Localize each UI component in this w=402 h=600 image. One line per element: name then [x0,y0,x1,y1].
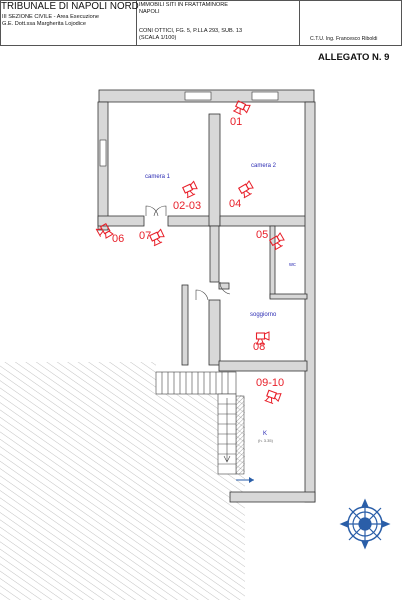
room-label-camera2: camera 2 [251,163,277,169]
view-number-02-03: 02-03 [173,200,202,212]
room-label-wc: wc [289,262,296,268]
room-label-soggiorno: soggiorno [250,312,277,318]
view-number-09-10: 09-10 [256,377,285,389]
room-label-k: K [263,431,268,437]
compass-rose-icon [339,498,391,550]
attachment-label: ALLEGATO N. 9 [318,52,390,63]
court-section: III SEZIONE CIVILE - Area Esecuzione [2,14,99,20]
view-number-06: 06 [112,233,125,245]
room-label-camera1: camera 1 [145,174,171,180]
view-number-05: 05 [256,229,269,241]
view-number-08: 08 [253,341,266,353]
title-block: TRIBUNALE DI NAPOLI NORD III SEZIONE CIV… [0,0,402,46]
camera-marker-04 [237,180,256,199]
view-number-04: 04 [229,198,242,210]
court-title: TRIBUNALE DI NAPOLI NORD [1,1,139,12]
walls [97,89,316,503]
judge-name: G.E. Dott.ssa Margherita Lojodice [2,21,86,27]
ctu-name: C.T.U. Ing. Francesco Riboldi [310,36,378,42]
camera-marker-02-03 [181,180,200,199]
view-cameras [95,99,287,406]
doors [145,205,254,483]
room-label-k-height: (h. 3.35) [258,438,273,443]
property-location: IMMOBILI SITI IN FRATTAMINORE [139,2,228,8]
drawing-scale: (SCALA 1/100) [139,35,177,41]
view-number-01: 01 [230,116,243,128]
view-number-07: 07 [139,230,152,242]
cadastral-reference: CONI OTTICI, FG. 5, P.LLA 293, SUB. 13 [139,28,243,34]
property-city: NAPOLI [139,9,160,15]
windows [99,91,279,167]
camera-marker-09-10 [264,388,282,406]
camera-marker-07 [148,228,167,247]
courtyard-hatching [0,362,245,600]
staircase [155,371,237,475]
